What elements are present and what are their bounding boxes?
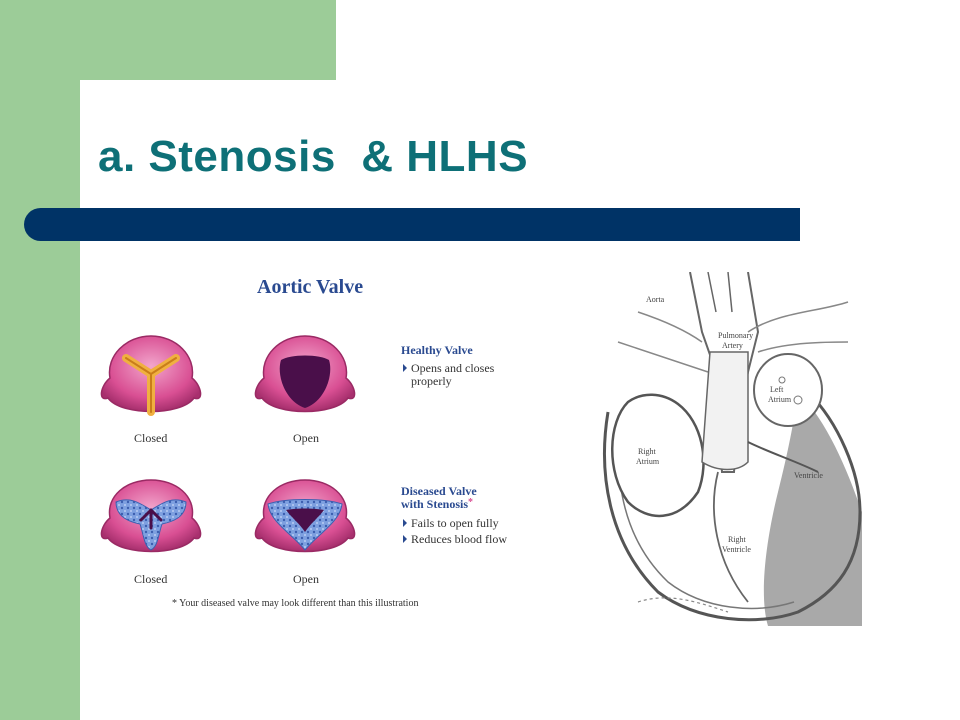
aorta-label: Aorta: [646, 295, 665, 304]
right-atrium-shape: [611, 393, 705, 518]
aortic-valve-illustration: Aortic Valve Closed Open Healthy Valve O…: [100, 276, 507, 609]
left-atrium-shape: [753, 353, 823, 427]
diseased-open-valve: [254, 479, 356, 553]
content-panel-corner: [80, 80, 140, 140]
pulmonary-artery-vessel: [701, 351, 749, 471]
diseased-bullet-2: Reduces blood flow: [411, 532, 507, 546]
green-corner-block: [80, 0, 336, 80]
hlhs-heart-diagram: Aorta Pulmonary Artery Left Atrium Right…: [598, 272, 862, 626]
pulmonary-label-1: Pulmonary: [718, 331, 753, 340]
heart-outline: [603, 390, 862, 622]
left-heart-shaded-region: [763, 392, 862, 626]
pulmonary-label-2: Artery: [722, 341, 743, 350]
diseased-open-label: Open: [293, 572, 319, 586]
left-atrium-label-2: Atrium: [768, 395, 792, 404]
right-ventricle-label-1: Right: [728, 535, 747, 544]
diseased-closed-valve: [100, 479, 202, 553]
healthy-open-label: Open: [293, 431, 319, 445]
bullet-arrow-icon: [403, 535, 407, 543]
healthy-valve-title: Healthy Valve: [401, 343, 473, 357]
left-ventricle-label: Ventricle: [794, 471, 823, 480]
title-underline-bar: [24, 208, 800, 241]
slide-title: a. Stenosis & HLHS: [98, 132, 529, 181]
bullet-arrow-icon: [403, 519, 407, 527]
bullet-arrow-icon: [403, 364, 407, 372]
valve-footnote: * Your diseased valve may look different…: [172, 598, 418, 609]
healthy-closed-valve: [100, 335, 202, 416]
right-atrium-label-1: Right: [638, 447, 657, 456]
diseased-valve-title-2: with Stenosis*: [401, 497, 473, 511]
diseased-bullet-1: Fails to open fully: [411, 516, 499, 530]
valve-heading: Aortic Valve: [257, 276, 363, 298]
left-atrium-label-1: Left: [770, 385, 784, 394]
right-atrium-label-2: Atrium: [636, 457, 660, 466]
green-side-bar: [0, 0, 80, 720]
right-ventricle-label-2: Ventricle: [722, 545, 751, 554]
healthy-bullet-line-2: properly: [411, 374, 452, 388]
diseased-closed-label: Closed: [134, 572, 167, 586]
healthy-closed-label: Closed: [134, 431, 167, 445]
healthy-bullet-line-1: Opens and closes: [411, 361, 495, 375]
healthy-open-valve: [254, 335, 356, 413]
diseased-valve-title-1: Diseased Valve: [401, 484, 477, 498]
